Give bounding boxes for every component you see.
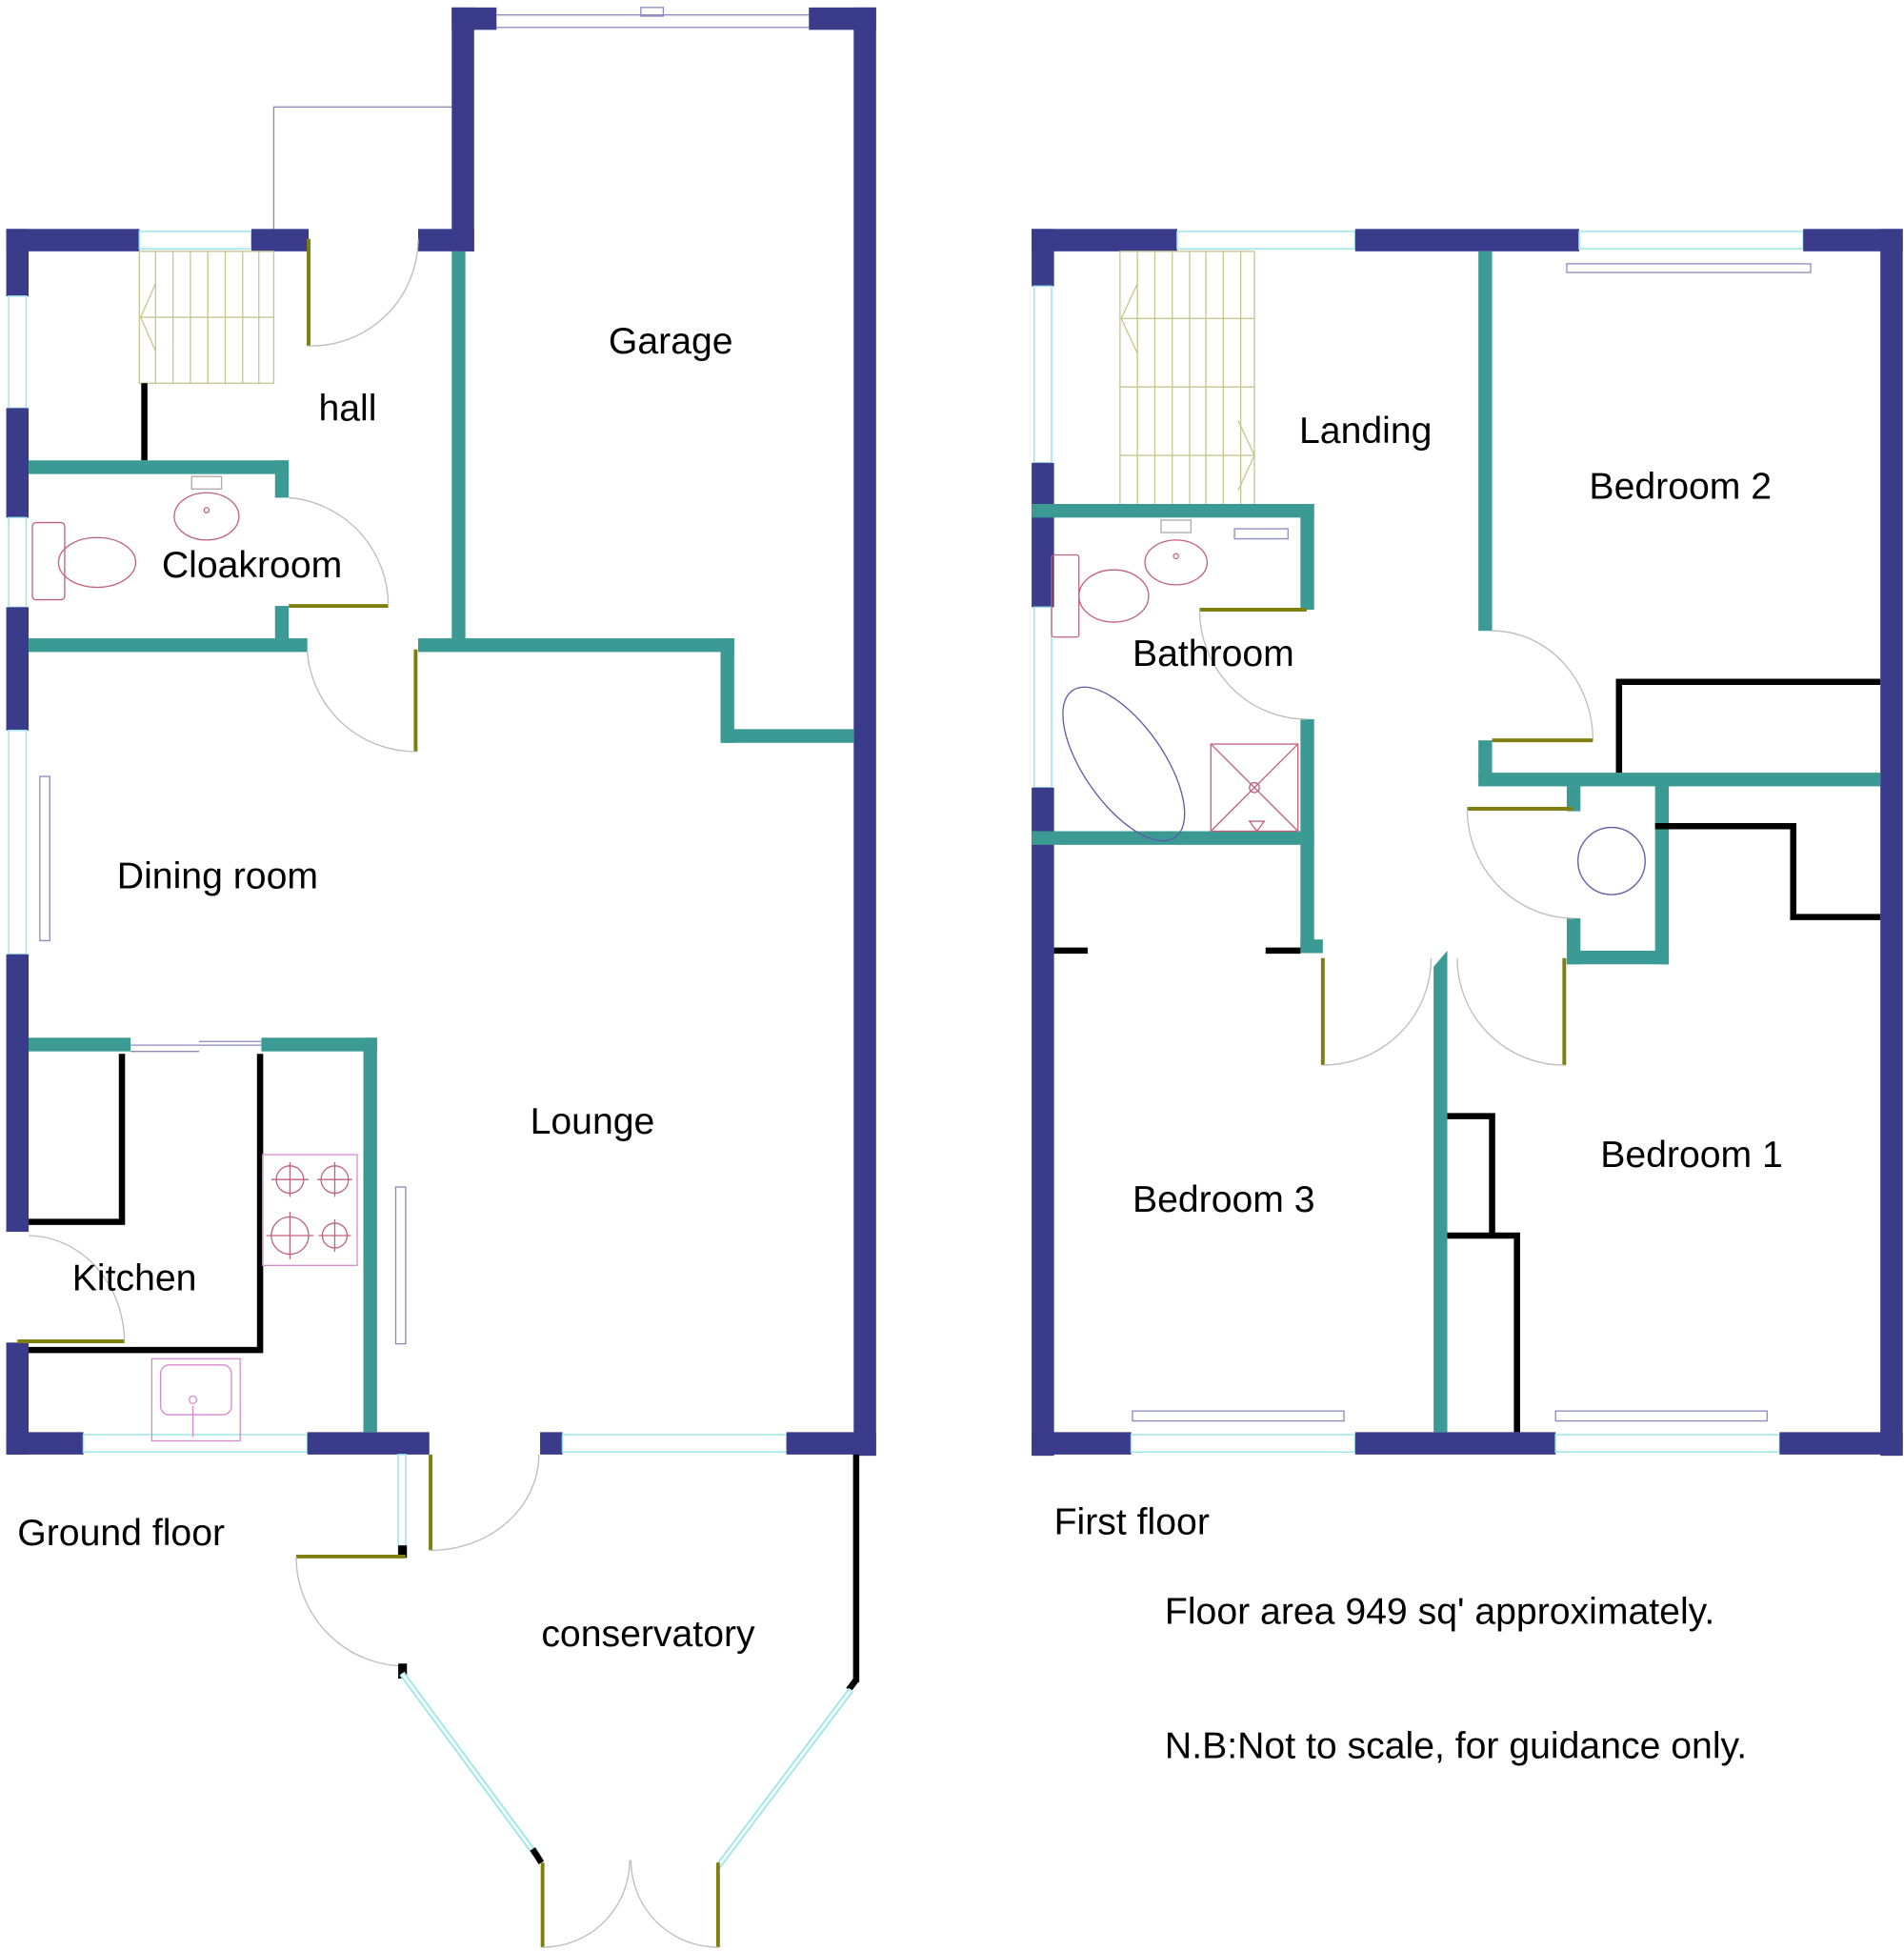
sink-icon	[150, 1358, 241, 1442]
garage-partition-wall	[451, 251, 466, 650]
window	[1032, 606, 1052, 789]
first-floor-plan: Landing Bedroom 2 Bathroom Bedroom 3 Bed…	[1032, 229, 1903, 1767]
radiator	[39, 775, 50, 942]
bath-icon	[1062, 686, 1186, 842]
room-label-bedroom-1: Bedroom 1	[1600, 1135, 1783, 1176]
basin-icon	[173, 475, 240, 541]
bedroom-divider-wall	[1433, 950, 1448, 1433]
radiator	[394, 1186, 407, 1345]
toilet-icon	[31, 521, 137, 601]
window	[8, 729, 28, 955]
room-label-lounge: Lounge	[531, 1101, 655, 1142]
west-wall	[6, 229, 30, 296]
porch-outline	[272, 106, 452, 231]
room-label-kitchen: Kitchen	[72, 1257, 197, 1298]
room-label-cloakroom: Cloakroom	[162, 545, 342, 586]
window	[8, 295, 28, 410]
garage-left-wall	[451, 7, 474, 251]
window	[1176, 231, 1356, 251]
cloakroom-wall	[29, 460, 290, 474]
staircase	[1119, 251, 1255, 506]
wardrobe	[1654, 822, 1881, 920]
cylinder-icon	[1577, 826, 1646, 895]
bathroom-wall	[1032, 503, 1314, 518]
kitchen-wall	[29, 1037, 131, 1052]
disclaimer-note: N.B:Not to scale, for guidance only.	[1165, 1726, 1747, 1767]
conservatory-structure	[295, 1454, 860, 1948]
first-floor-title: First floor	[1054, 1501, 1210, 1542]
window	[561, 1434, 788, 1454]
wardrobe	[1447, 1232, 1520, 1433]
wardrobe	[1615, 678, 1881, 774]
room-label-bedroom-3: Bedroom 3	[1132, 1179, 1315, 1220]
radiator	[1554, 1410, 1768, 1422]
floor-area-note: Floor area 949 sq' approximately.	[1165, 1591, 1714, 1632]
first-east-wall	[1880, 229, 1903, 1457]
radiator	[1566, 263, 1812, 273]
window	[8, 516, 28, 609]
staircase	[138, 251, 275, 384]
toilet-icon	[1051, 553, 1150, 638]
room-label-bedroom-2: Bedroom 2	[1589, 467, 1772, 508]
basin-icon	[1144, 519, 1208, 586]
window	[1130, 1434, 1356, 1454]
bedroom-2-wall	[1478, 251, 1493, 632]
south-wall	[6, 1432, 84, 1455]
window	[138, 231, 252, 251]
ground-floor-plan: Garage hall Cloakroom Dining room Lounge…	[6, 7, 876, 1948]
room-label-bathroom: Bathroom	[1132, 634, 1294, 674]
lounge-garage-wall	[417, 638, 734, 653]
towel-rail	[1233, 528, 1289, 540]
east-external-wall	[853, 7, 876, 1457]
room-label-garage: Garage	[609, 321, 733, 362]
room-label-hall: hall	[318, 388, 376, 429]
window	[1032, 285, 1052, 464]
window	[82, 1434, 309, 1454]
kitchen-counter	[29, 1054, 264, 1354]
hob-icon	[262, 1154, 358, 1266]
north-wall	[6, 229, 140, 251]
window	[1578, 231, 1804, 251]
room-label-conservatory: conservatory	[541, 1614, 755, 1655]
kitchen-unit	[29, 1054, 126, 1225]
radiator	[1132, 1410, 1345, 1422]
first-south-wall	[1032, 1432, 1132, 1455]
first-north-wall	[1032, 229, 1177, 251]
wardrobe	[1447, 1113, 1495, 1236]
shower-icon	[1210, 743, 1299, 833]
room-label-landing: Landing	[1299, 411, 1432, 452]
garage-front-wall-left	[451, 7, 497, 30]
room-label-dining-room: Dining room	[117, 856, 318, 897]
ground-floor-title: Ground floor	[17, 1513, 225, 1554]
window	[1554, 1434, 1781, 1454]
first-west-wall	[1032, 229, 1054, 287]
